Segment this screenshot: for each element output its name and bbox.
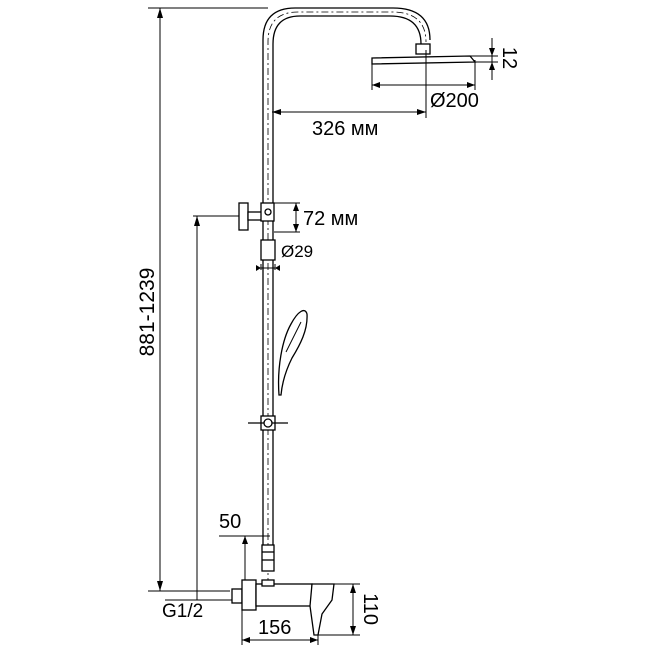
mixer-height-label: 110 (359, 593, 381, 625)
connection-offset-label: 50 (219, 511, 241, 533)
bar-diameter-label: Ø29 (281, 242, 313, 261)
hand-shower (277, 310, 308, 396)
holder-height-dimension (193, 215, 244, 600)
riser-bar (262, 7, 431, 600)
mixer-body (231, 579, 335, 636)
holder-spacing-dimension (274, 202, 300, 233)
mixer-depth-label: 156 (258, 617, 291, 639)
diverter-knob (238, 202, 275, 231)
shower-head (371, 43, 477, 118)
head-thickness-dimension (470, 38, 498, 80)
mixer-depth-dimension (241, 610, 319, 645)
arm-reach-label: 326 мм (312, 118, 378, 140)
thread-label: G1/2 (162, 601, 203, 622)
head-diameter-label: Ø200 (430, 90, 479, 112)
holder-height-label: 72 мм (303, 208, 358, 230)
bottom-coupling (261, 544, 275, 572)
head-thickness-label: 12 (498, 47, 520, 69)
mixer-height-dimension (318, 583, 360, 636)
overall-height-dimension (148, 7, 268, 592)
connection-offset-dimension (219, 535, 270, 580)
slider-bracket (256, 239, 280, 271)
arm-reach-dimension (272, 109, 426, 115)
lower-holder (248, 415, 288, 431)
height-range-label: 881-1239 (136, 268, 159, 357)
